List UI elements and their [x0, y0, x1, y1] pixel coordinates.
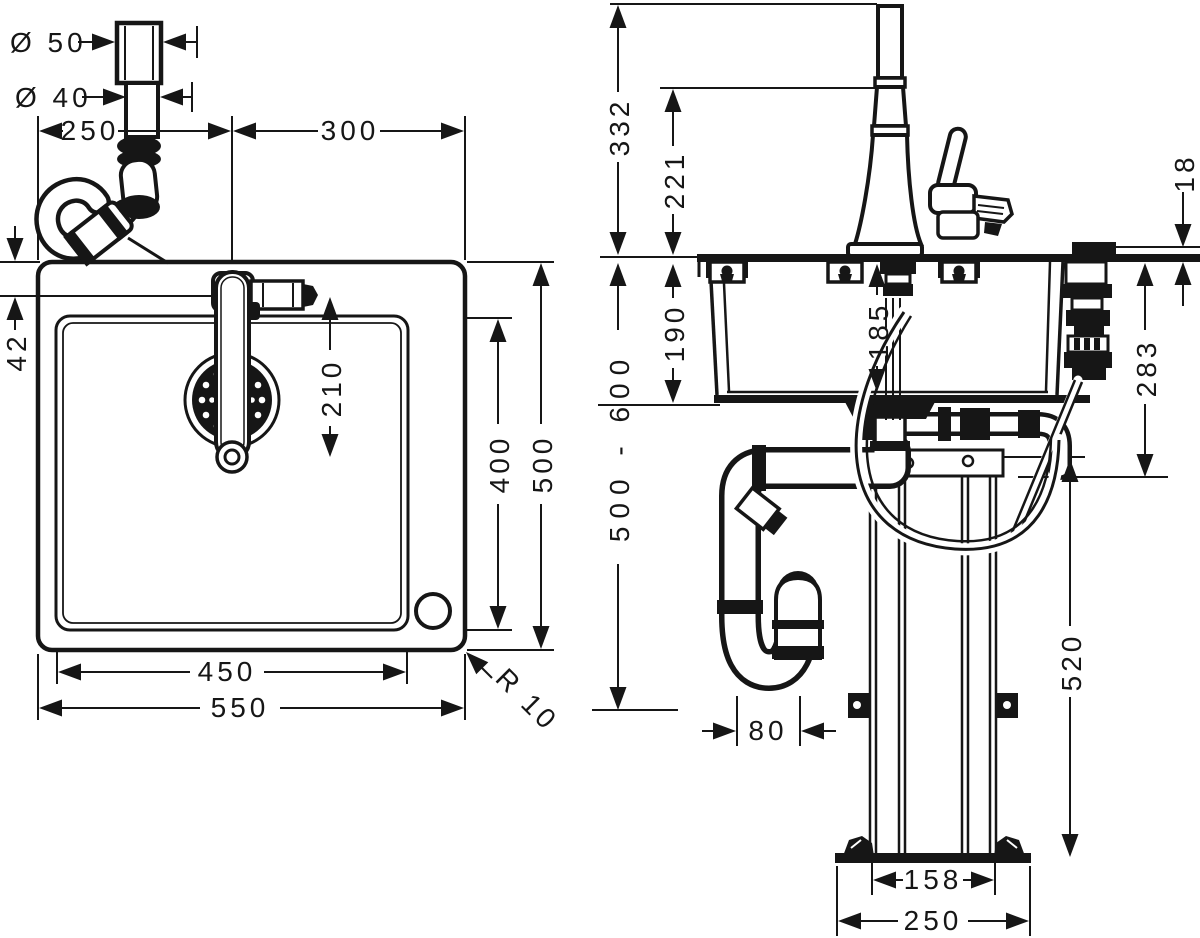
dim-label: 42: [1, 332, 32, 371]
dim-label: 332: [604, 98, 635, 157]
dim-label: 450: [198, 656, 257, 687]
pullout-hose: [854, 311, 1061, 551]
dim-spout-reach: 210: [316, 297, 347, 457]
dim-label: 210: [316, 359, 347, 418]
dim-label: 500: [527, 435, 558, 494]
dim-drain-cap-diameter: Ø 50: [10, 27, 197, 58]
dim-label: 80: [748, 715, 787, 746]
faucet-side: [846, 4, 1065, 556]
dim-drain-pipe-diameter: Ø 40: [15, 82, 192, 113]
dim-trap-offset: 80: [702, 715, 836, 746]
rim-mounting-clips: [706, 260, 980, 284]
bowl-section: [708, 261, 1090, 451]
countertop: [697, 242, 1200, 277]
side-view: 332 221 18 500 - 600: [592, 3, 1200, 936]
dim-edge-to-tap: 250: [39, 115, 231, 146]
dim-label: 550: [211, 692, 270, 723]
dim-trap-outlet-range: 500 - 600: [604, 263, 635, 710]
dim-label: 18: [1169, 153, 1200, 192]
deck-profile: [1072, 242, 1116, 255]
dim-handle-height: 221: [659, 89, 690, 255]
dim-sink-depth: 500: [527, 263, 558, 649]
frame-base-plate: [835, 836, 1031, 863]
dim-label: 250: [904, 905, 963, 936]
dim-label: Ø 40: [15, 82, 92, 113]
dim-label: Ø 50: [10, 27, 87, 58]
dim-label: 185: [863, 302, 894, 361]
dim-base-width: 250: [838, 905, 1029, 936]
dim-label: 283: [1131, 339, 1162, 398]
dim-label: 221: [659, 151, 690, 210]
waste-pipe-and-trap: [717, 431, 911, 691]
dim-frame-height: 520: [1056, 459, 1087, 857]
dim-tap-setback: 42: [1, 226, 32, 372]
drain-cap: [114, 20, 164, 86]
dim-label: R 10: [490, 662, 565, 737]
faucet-plan: [211, 270, 318, 474]
dim-label: 190: [659, 304, 690, 363]
corner-valve-assembly: [1007, 260, 1112, 545]
dim-bowl-inner-depth: 185: [863, 264, 894, 392]
drain-pipe-assembly: [34, 20, 169, 267]
plan-view: Ø 50 Ø 40 250 300: [0, 20, 565, 737]
dim-bowl-outer-depth: 190: [659, 264, 690, 403]
dim-label: 520: [1056, 633, 1087, 692]
dim-bowl-width: 450: [58, 656, 406, 687]
drain-pipe: [124, 81, 160, 139]
dim-bowl-depth: 400: [484, 319, 515, 629]
dim-deck-thickness: 18: [1169, 153, 1200, 306]
dim-tap-to-edge: 300: [233, 115, 464, 146]
dim-spout-height: 332: [604, 5, 635, 255]
frame-wall-tabs: [848, 693, 1018, 718]
dim-connection-depth: 283: [1131, 263, 1162, 477]
tap-hole-circle: [414, 592, 452, 630]
dim-leg-spacing: 158: [873, 864, 994, 895]
dim-corner-radius: R 10: [459, 645, 565, 737]
dim-label: 158: [904, 864, 963, 895]
dim-sink-width: 550: [39, 692, 464, 723]
dim-label: 250: [61, 115, 120, 146]
dim-label: 300: [321, 115, 380, 146]
dim-label: 500 - 600: [604, 352, 635, 542]
dim-label: 400: [484, 435, 515, 494]
mounting-frame-legs: [868, 476, 998, 856]
